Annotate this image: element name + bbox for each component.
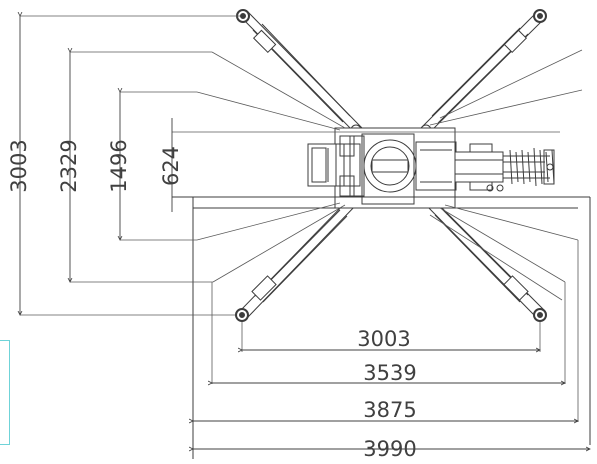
frame-edge-mark-top: [0, 340, 10, 341]
dimension-label-vertical-624: 624: [159, 146, 183, 186]
dimension-label-horizontal-3990: 3990: [363, 437, 416, 459]
dimension-label-horizontal-3539: 3539: [363, 361, 416, 385]
dimension-label-vertical-2329: 2329: [57, 139, 81, 192]
dimension-label-horizontal-3003: 3003: [357, 327, 410, 351]
outrigger-arm-top-left: [236, 9, 363, 136]
frame-edge-mark-bottom: [0, 444, 10, 445]
boom: [454, 143, 555, 192]
outrigger-arm-bottom-left: [235, 193, 360, 322]
outrigger-arm-bottom-right: [420, 193, 547, 322]
horizontal-dimension-lines: [193, 350, 590, 449]
crane-body: [307, 127, 457, 209]
frame-edge-side: [9, 340, 10, 445]
leader-lines: [20, 15, 583, 422]
dimension-label-horizontal-3875: 3875: [363, 398, 416, 422]
vertical-dimension-lines: [20, 16, 173, 315]
outrigger-arm-top-right: [420, 9, 547, 136]
footprint-outline: [172, 196, 591, 459]
dimension-label-vertical-3003: 3003: [7, 139, 31, 192]
dimension-label-vertical-1496: 1496: [107, 139, 131, 192]
